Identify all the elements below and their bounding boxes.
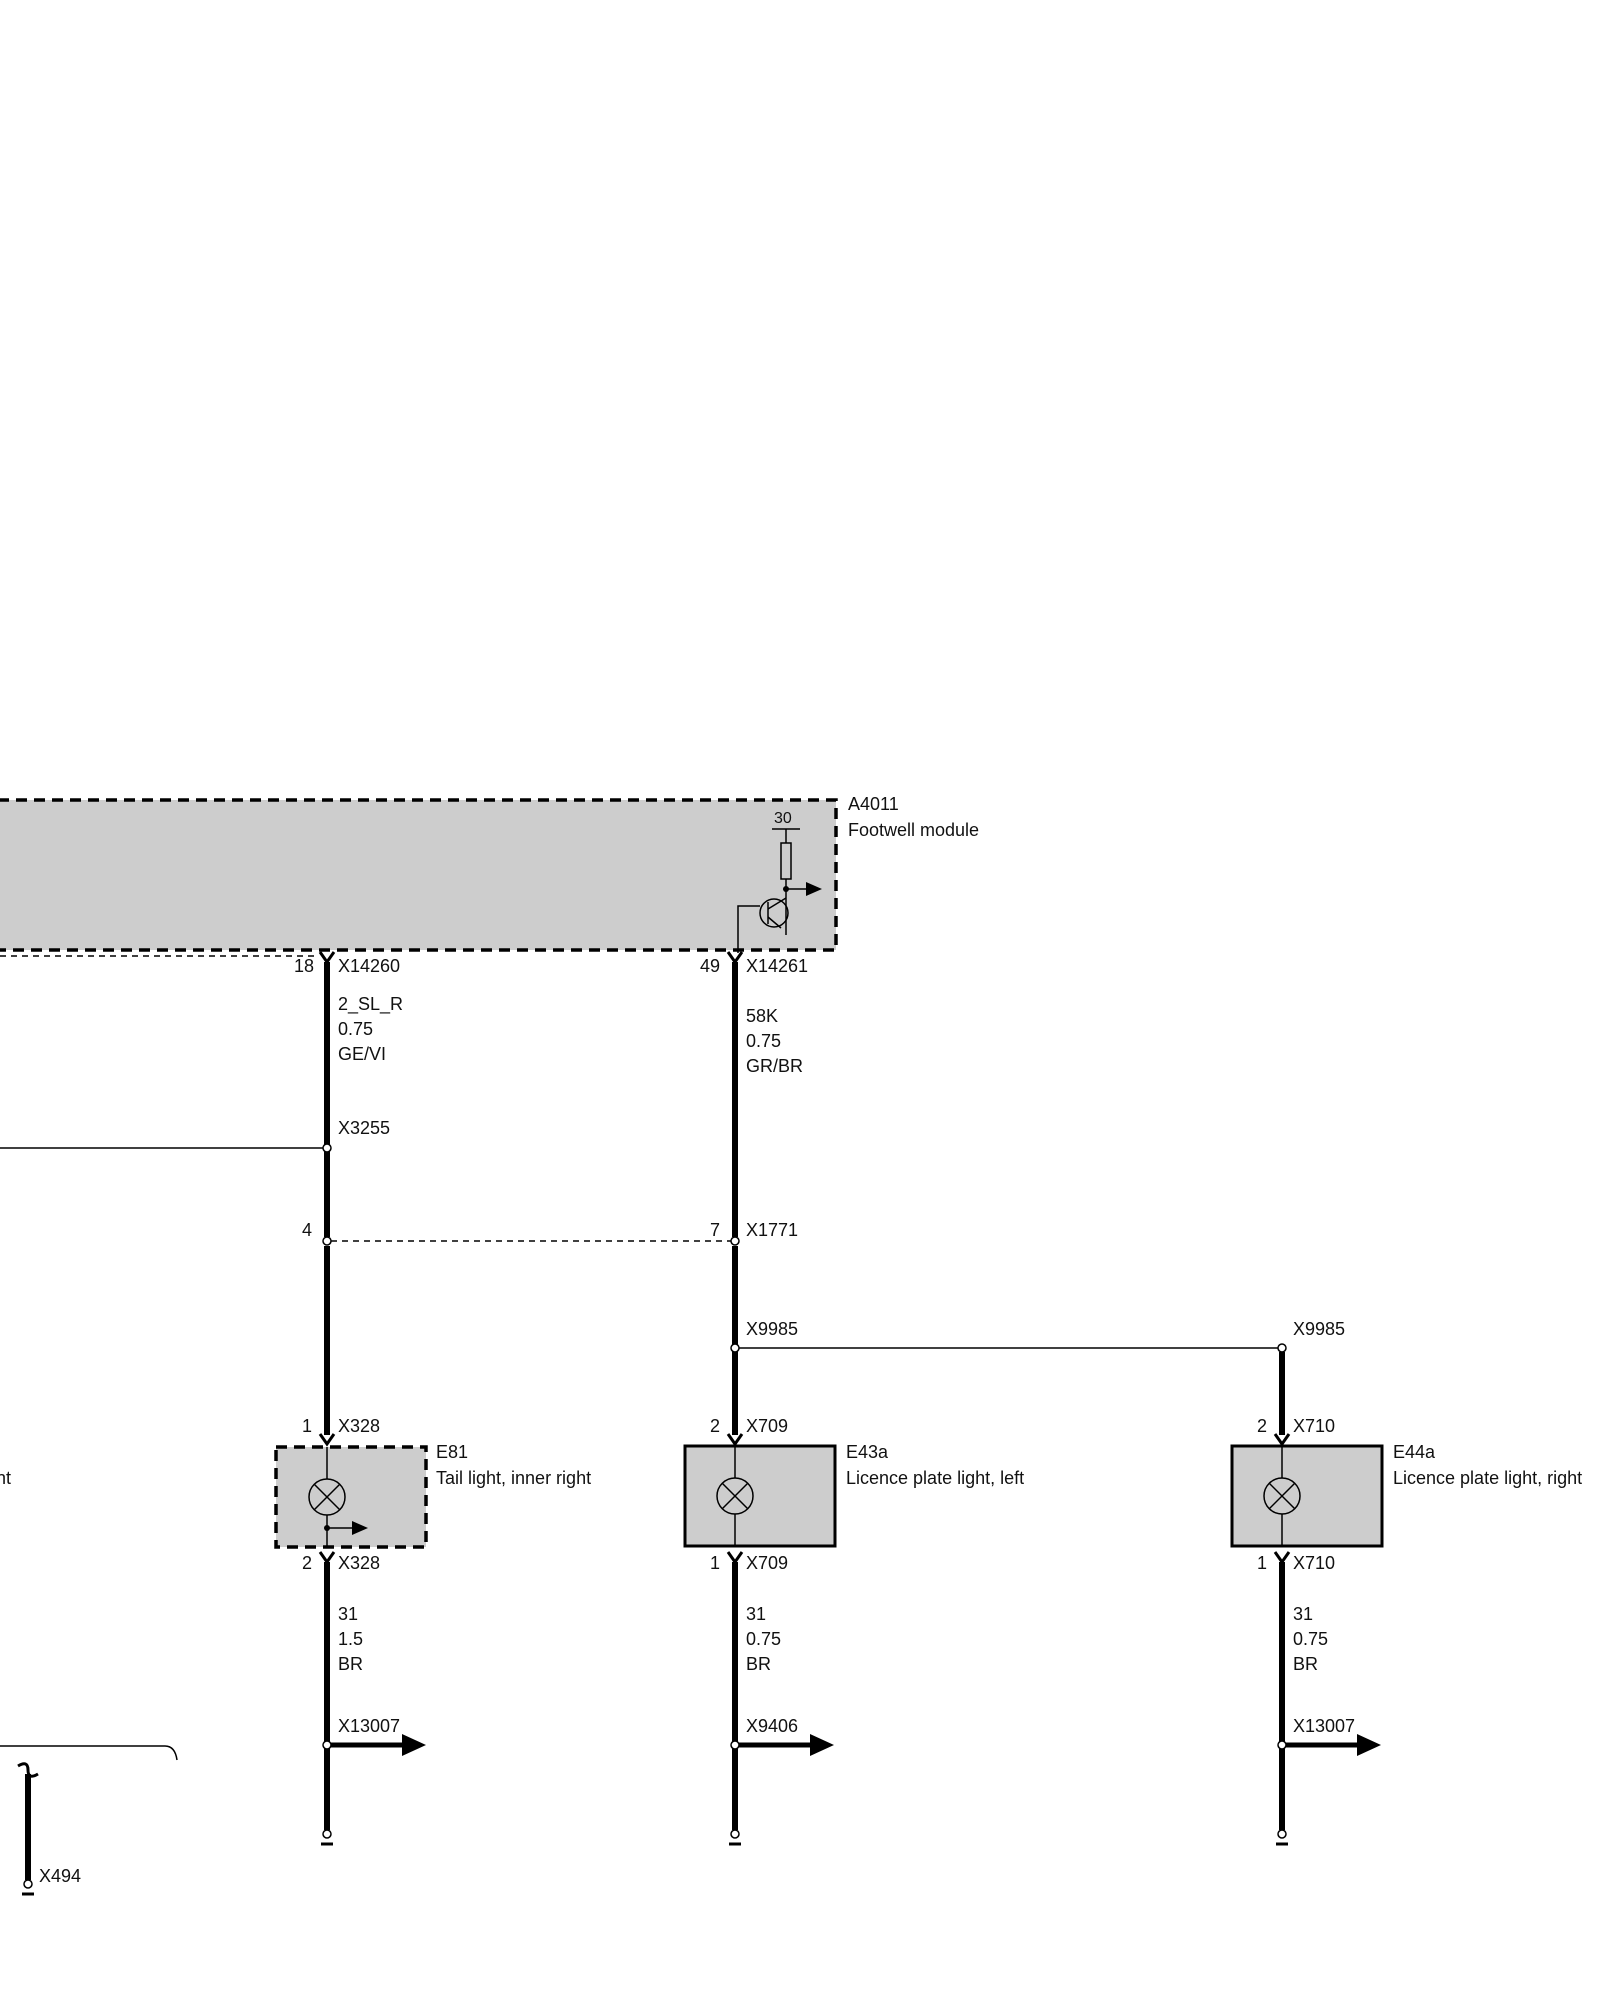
connector-x14261-label: X14261 <box>746 956 808 976</box>
circuit-licence-plate-light-left: 49 X14261 58K 0.75 GR/BR 7 X1771 X9985 2… <box>683 951 1278 1846</box>
comp-id-label: E44a <box>1393 1442 1436 1462</box>
connector-x494-label: X494 <box>39 1866 81 1886</box>
comp-conn-bot-label: X710 <box>1293 1553 1335 1573</box>
ground-terminal-icon <box>729 1829 741 1846</box>
gnd-size-label: 0.75 <box>1293 1629 1328 1649</box>
gnd-conn-label: X13007 <box>338 1716 400 1736</box>
module-id: A4011 <box>848 794 899 814</box>
footwell-module: A4011 Footwell module 30 <box>0 794 979 953</box>
connector-x14260-label: X14260 <box>338 956 400 976</box>
splice-x9985-node <box>730 1343 740 1353</box>
gnd-size-label: 1.5 <box>338 1629 363 1649</box>
ground-terminal-icon <box>1276 1829 1288 1846</box>
comp-pin-top-label: 2 <box>710 1416 720 1436</box>
connector-x1771-label: X1771 <box>746 1220 798 1240</box>
comp-conn-top-label: X710 <box>1293 1416 1335 1436</box>
comp-pin-bot-label: 1 <box>710 1553 720 1573</box>
splice-x9985-node <box>1277 1343 1287 1353</box>
ground-arrow-icon <box>322 1734 426 1756</box>
wire-name-label: 2_SL_R <box>338 994 403 1015</box>
wire-size-label: 0.75 <box>746 1031 781 1051</box>
connector-node <box>322 1236 332 1246</box>
lamp-icon <box>716 1477 754 1515</box>
gnd-size-label: 0.75 <box>746 1629 781 1649</box>
gnd-color-label: BR <box>1293 1654 1318 1674</box>
footwell-module-box <box>0 798 838 952</box>
wire-name-label: 58K <box>746 1006 778 1026</box>
gnd-name-label: 31 <box>338 1604 358 1624</box>
comp-pin-bot-label: 2 <box>302 1553 312 1573</box>
comp-id-label: E43a <box>846 1442 889 1462</box>
comp-conn-top-label: X328 <box>338 1416 380 1436</box>
comp-name-label: Tail light, inner right <box>436 1468 591 1488</box>
pin-7-label: 7 <box>710 1220 720 1240</box>
comp-conn-bot-label: X328 <box>338 1553 380 1573</box>
module-name: Footwell module <box>848 820 979 840</box>
pin-4-label: 4 <box>302 1220 312 1240</box>
harness-bracket-line <box>0 1745 178 1761</box>
wire-color-label: GR/BR <box>746 1056 803 1076</box>
lamp-icon <box>308 1478 346 1516</box>
gnd-conn-label: X13007 <box>1293 1716 1355 1736</box>
connector-node <box>730 1236 740 1246</box>
comp-id-label: E81 <box>436 1442 468 1462</box>
transistor-output-icon: 30 <box>737 810 822 953</box>
comp-name-label: Licence plate light, right <box>1393 1468 1582 1488</box>
wire-size-label: 0.75 <box>338 1019 373 1039</box>
tail-light-inner-right-box <box>274 1445 428 1549</box>
comp-name-label: Licence plate light, left <box>846 1468 1024 1488</box>
gnd-conn-label: X9406 <box>746 1716 798 1736</box>
circuit-tail-light-inner-right: 18 X14260 2_SL_R 0.75 GE/VI X3255 4 1 X3… <box>0 951 591 1846</box>
splice-x9985-label: X9985 <box>746 1319 798 1339</box>
comp-pin-top-label: 1 <box>302 1416 312 1436</box>
splice-x9985-label: X9985 <box>1293 1319 1345 1339</box>
lamp-icon <box>1263 1477 1301 1515</box>
comp-conn-top-label: X709 <box>746 1416 788 1436</box>
ground-arrow-icon <box>730 1734 834 1756</box>
gnd-name-label: 31 <box>746 1604 766 1624</box>
comp-pin-top-label: 2 <box>1257 1416 1267 1436</box>
gnd-color-label: BR <box>338 1654 363 1674</box>
connector-x494: X494 <box>17 1762 81 1896</box>
splice-x3255-label: X3255 <box>338 1118 390 1138</box>
licence-plate-light-right-box <box>1230 1444 1384 1548</box>
gnd-color-label: BR <box>746 1654 771 1674</box>
ground-arrow-icon <box>1277 1734 1381 1756</box>
ground-terminal-icon <box>321 1829 333 1846</box>
comp-pin-bot-label: 1 <box>1257 1553 1267 1573</box>
wire-color-label: GE/VI <box>338 1044 386 1064</box>
pin-49-label: 49 <box>700 956 720 976</box>
supply-terminal-label: 30 <box>774 810 792 827</box>
pin-18-label: 18 <box>294 956 314 976</box>
comp-conn-bot-label: X709 <box>746 1553 788 1573</box>
output-arrow-icon <box>324 1521 368 1535</box>
licence-plate-light-left-box <box>683 1444 837 1548</box>
circuit-licence-plate-light-right: X9985 2 X710 E44a Licence plate light, r… <box>1230 1319 1582 1846</box>
splice-x3255-node <box>322 1143 332 1153</box>
gnd-name-label: 31 <box>1293 1604 1313 1624</box>
partial-component-label: nt <box>0 1468 11 1488</box>
